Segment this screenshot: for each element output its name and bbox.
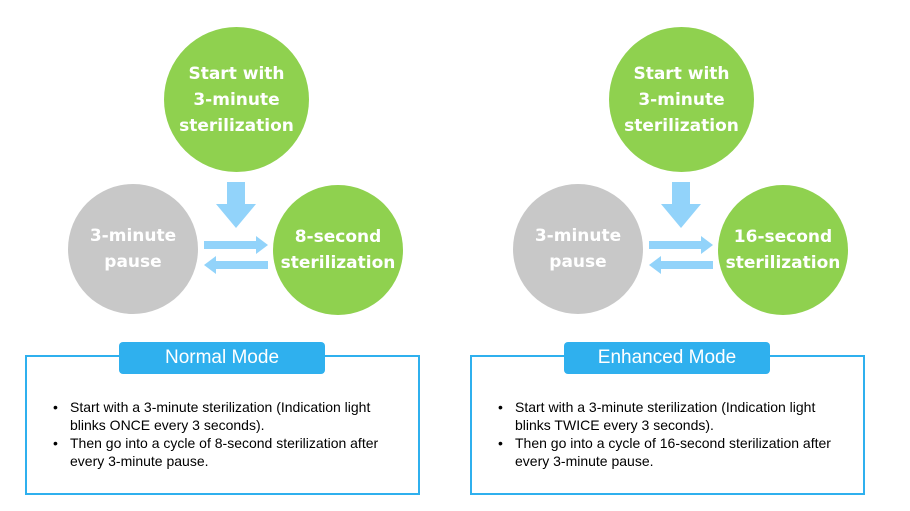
mode-title: Enhanced Mode (564, 342, 770, 374)
list-item: •Start with a 3-minute sterilization (In… (498, 399, 816, 433)
cycle-sterilization-circle: 8-second sterilization (273, 185, 403, 315)
mode-title: Normal Mode (119, 342, 325, 374)
list-item: •Then go into a cycle of 16-second steri… (498, 435, 831, 469)
mode-bullet-list: •Start with a 3-minute sterilization (In… (493, 398, 849, 470)
pause-circle: 3-minute pause (513, 184, 643, 314)
start-sterilization-circle: Start with 3-minute sterilization (609, 27, 754, 172)
down-arrow-icon (216, 182, 256, 228)
cycle-sterilization-circle: 16-second sterilization (718, 185, 848, 315)
list-item: •Then go into a cycle of 8-second steril… (53, 435, 379, 469)
mode-description-box (470, 355, 865, 495)
normal-mode-panel: Start with 3-minute sterilization 3-minu… (25, 27, 420, 495)
enhanced-mode-panel: Start with 3-minute sterilization 3-minu… (445, 0, 900, 511)
mode-bullet-list: •Start with a 3-minute sterilization (In… (48, 398, 404, 470)
down-arrow-icon (661, 182, 701, 228)
start-sterilization-circle: Start with 3-minute sterilization (164, 27, 309, 172)
bidirectional-arrows-icon (204, 236, 268, 274)
pause-circle: 3-minute pause (68, 184, 198, 314)
list-item: •Start with a 3-minute sterilization (In… (53, 399, 371, 433)
bidirectional-arrows-icon (649, 236, 713, 274)
